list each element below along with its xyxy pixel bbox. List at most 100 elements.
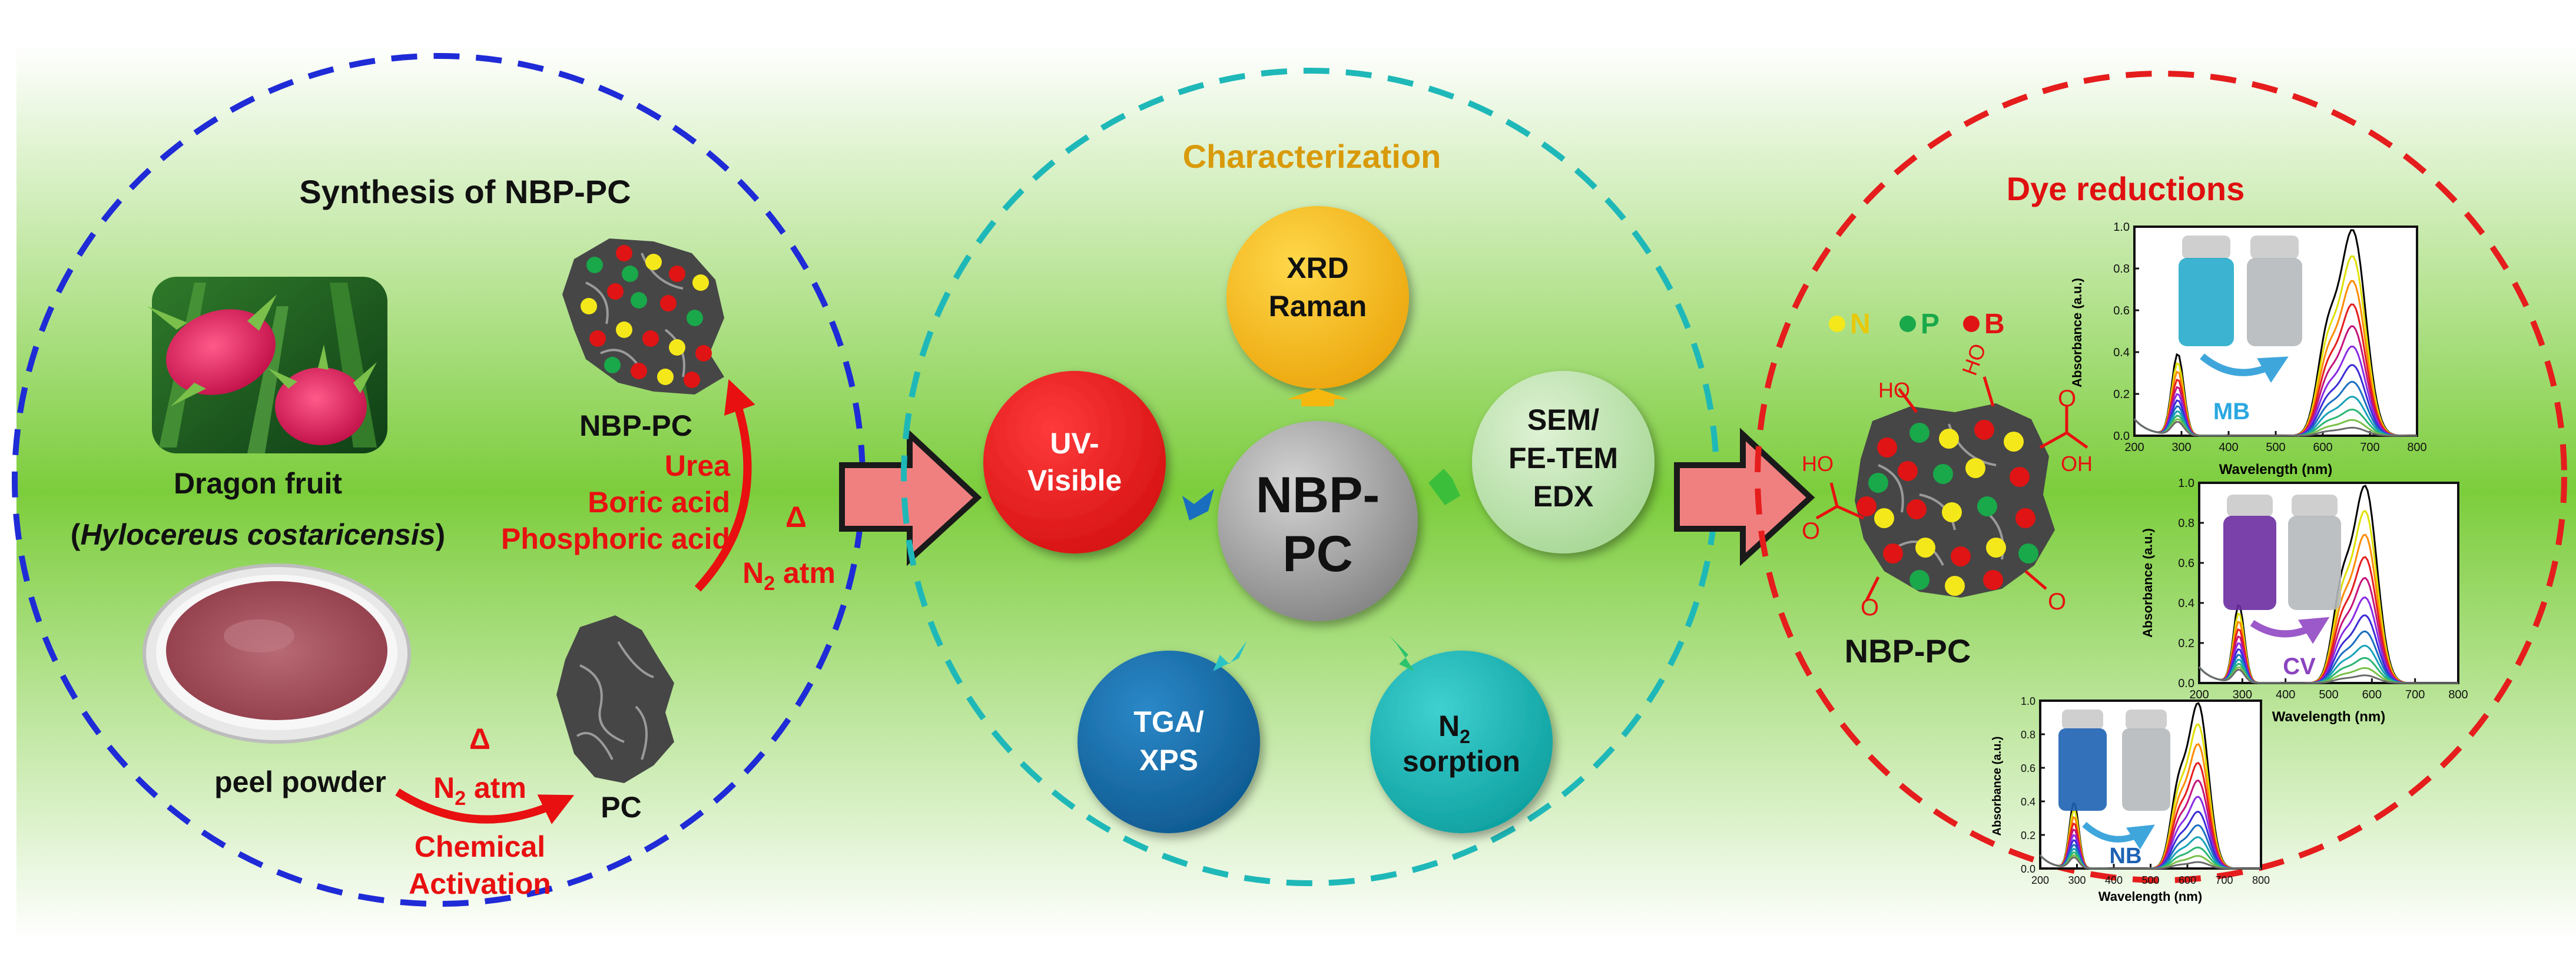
dopant-dot-b — [1877, 437, 1897, 458]
xrd-raman-node — [1226, 206, 1409, 389]
dopant-dot-b — [1898, 461, 1918, 481]
y-tick-label: 0.2 — [2113, 388, 2130, 401]
y-tick-label: 0.8 — [2113, 263, 2130, 276]
dopant-dot-b — [1907, 499, 1927, 519]
peel-powder-photo — [142, 563, 411, 744]
uv-vis-plot-cv: Absorbance (a.u.) Wavelength (nm) 0.00.2… — [2140, 477, 2468, 725]
arrow-to-n2 — [1388, 635, 1414, 671]
reagent-boric-acid: Boric acid — [588, 486, 730, 519]
vial-pair — [2223, 495, 2341, 610]
uv-visible-node — [983, 371, 1166, 553]
dopant-dot-b — [607, 283, 624, 300]
functional-group-bonds — [1815, 376, 2088, 602]
center-node-label-1: NBP- — [1256, 467, 1380, 523]
y-tick-label: 0.4 — [2021, 796, 2035, 808]
center-node-nbp-pc — [1218, 421, 1418, 621]
reduction-arrow — [2200, 353, 2289, 383]
dopant-dot-p — [622, 266, 638, 282]
y-tick-label: 0.4 — [2113, 346, 2130, 359]
dopant-dot-n — [1939, 429, 1959, 449]
plot-xlabel: Wavelength (nm) — [2219, 462, 2332, 478]
reduction-arrow — [2082, 821, 2155, 850]
dye-dashed-circle — [1755, 71, 2567, 883]
spectrum-curve — [2039, 854, 2261, 870]
sorption-label: sorption — [1403, 745, 1520, 778]
y-tick-label: 0.6 — [2021, 763, 2035, 774]
y-tick-label: 0.0 — [2113, 430, 2130, 443]
pc-carbon-shape — [556, 615, 674, 783]
nbp-pc-product-label: NBP-PC — [1845, 632, 1971, 669]
arrow-to-xrd — [1287, 389, 1348, 406]
dopant-dot-n — [645, 254, 662, 270]
x-tick-label: 800 — [2448, 688, 2468, 701]
n2-sorption-node — [1370, 651, 1553, 833]
dopant-dot-n — [1874, 508, 1894, 528]
dopant-dot-p — [2018, 543, 2038, 563]
y-tick-label: 0.2 — [2178, 637, 2194, 650]
plot-spectra — [2039, 702, 2261, 870]
dye-title: Dye reductions — [2007, 170, 2245, 207]
x-tick-label: 500 — [2141, 874, 2159, 886]
dye-label: CV — [2283, 654, 2316, 679]
dopant-dot-p — [687, 310, 703, 326]
spectrum-curve — [2133, 418, 2417, 437]
vial-after — [2288, 516, 2341, 610]
dopant-dot-n — [1915, 538, 1935, 558]
arrow-to-uv — [1182, 489, 1214, 521]
ho-group-3: HO — [1802, 452, 1834, 476]
dopant-dot-b — [1883, 543, 1903, 563]
dopant-dot-b — [660, 295, 677, 311]
dopant-dot-p — [1868, 473, 1888, 493]
dopant-dot-p — [1977, 496, 1997, 516]
legend-p-dot — [1899, 316, 1916, 332]
uv-vis-plot-mb: Absorbance (a.u.) Wavelength (nm) 0.00.2… — [2070, 221, 2427, 478]
vial-before — [2179, 258, 2234, 346]
dopant-dots-small — [581, 245, 712, 388]
reagent-phosphoric-acid: Phosphoric acid — [501, 522, 730, 555]
xrd-label: XRD — [1287, 251, 1349, 284]
legend-b-label: B — [1984, 309, 2005, 340]
legend-n-dot — [1829, 316, 1845, 332]
x-tick-label: 400 — [2219, 441, 2238, 454]
dopant-dot-b — [631, 363, 647, 379]
dopant-dot-b — [589, 330, 606, 347]
dopant-dot-b — [1974, 420, 1994, 440]
activation-arrow — [694, 379, 755, 592]
species-label: (Hylocereus costaricensis) — [71, 518, 445, 551]
dopant-dot-p — [1909, 423, 1929, 443]
dragon-fruit-photo — [147, 277, 387, 453]
raman-label: Raman — [1269, 290, 1367, 323]
legend-n-label: N — [1850, 309, 1871, 340]
synthesis-title: Synthesis of NBP-PC — [299, 173, 631, 210]
dopant-dot-b — [695, 345, 712, 362]
synthesis-section: Synthesis of NBP-PC Dragon fruit (Hyloce… — [12, 53, 866, 907]
x-tick-label: 600 — [2362, 688, 2382, 701]
y-tick-label: 0.6 — [2178, 557, 2194, 570]
vial-after — [2247, 258, 2302, 346]
dopant-dot-p — [586, 257, 603, 273]
carbonyl-o-4: O — [2058, 386, 2076, 412]
dopant-dot-b — [1951, 546, 1971, 566]
dye-label: MB — [2213, 399, 2250, 425]
y-tick-label: 0.4 — [2178, 597, 2194, 610]
flow-arrow-synthesis-to-characterization — [839, 427, 982, 566]
dopant-dot-b — [669, 266, 685, 282]
plot-xlabel: Wavelength (nm) — [2098, 889, 2202, 904]
oh-group: OH — [2061, 452, 2093, 476]
y-tick-label: 0.8 — [2178, 517, 2194, 530]
reagent-urea: Urea — [665, 449, 731, 482]
n2-atm-step2: N2 atm — [742, 556, 836, 595]
x-tick-label: 700 — [2405, 688, 2425, 701]
vial-before — [2058, 728, 2107, 811]
dopant-dot-n — [657, 369, 674, 385]
x-tick-label: 400 — [2105, 874, 2123, 886]
x-tick-label: 200 — [2031, 874, 2049, 886]
carbonyl-o-2: O — [2048, 589, 2066, 615]
dopant-dot-p — [604, 357, 621, 373]
dopant-dot-b — [642, 330, 659, 347]
dopant-dot-p — [1909, 570, 1929, 590]
